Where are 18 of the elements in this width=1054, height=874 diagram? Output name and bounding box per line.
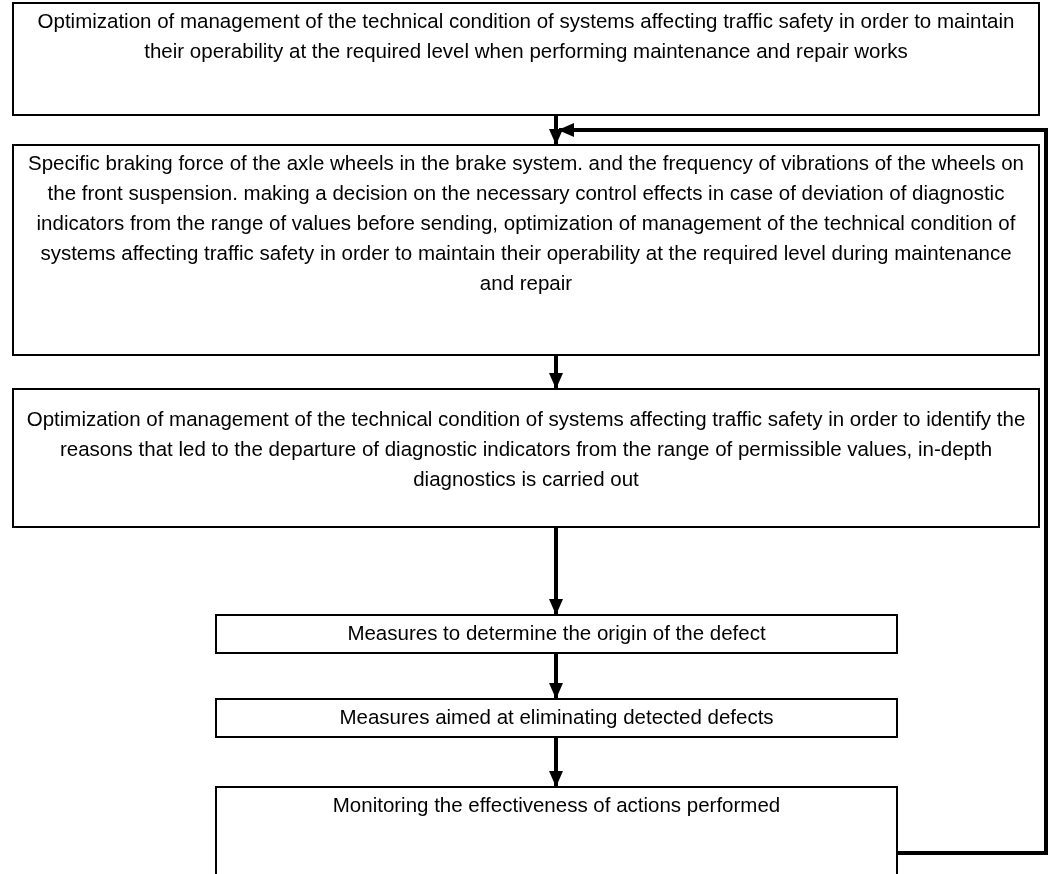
arrow: [549, 654, 563, 699]
arrow: [558, 123, 1048, 855]
box-text: Optimization of management of the technical condition of systems affecting traffic safety in order to maintain their operability at the required level when performing maintenance and repair works: [36, 8, 1016, 64]
box-text: Measures to determine the origin of the defect: [346, 620, 767, 646]
process-box: [215, 698, 898, 738]
arrow: [549, 738, 563, 787]
box-text: Monitoring the effectiveness of actions performed: [331, 792, 782, 818]
arrow: [549, 356, 563, 389]
process-box: [215, 786, 898, 874]
arrow: [549, 116, 563, 145]
process-box: [12, 144, 1040, 356]
box-text: Specific braking force of the axle wheels in the brake system. and the frequency of vibrations of the wheels on the front suspension. making a decision on the necessary control effects in case of deviation of diagnostic indicators from the range of values before sending, optimization of management of the technical condition of systems affecting traffic safety in order to maintain their operability at the required level during maintenance and repair: [27, 150, 1025, 296]
process-box: [215, 614, 898, 654]
process-box: [12, 2, 1040, 116]
process-box: [12, 388, 1040, 528]
arrow: [549, 528, 563, 615]
box-text: Measures aimed at eliminating detected defects: [338, 704, 775, 730]
box-text: Optimization of management of the technical condition of systems affecting traffic safety in order to identify the reasons that led to the departure of diagnostic indicators from the range of permissible values, in-depth diagnostics is carried out: [25, 406, 1027, 492]
